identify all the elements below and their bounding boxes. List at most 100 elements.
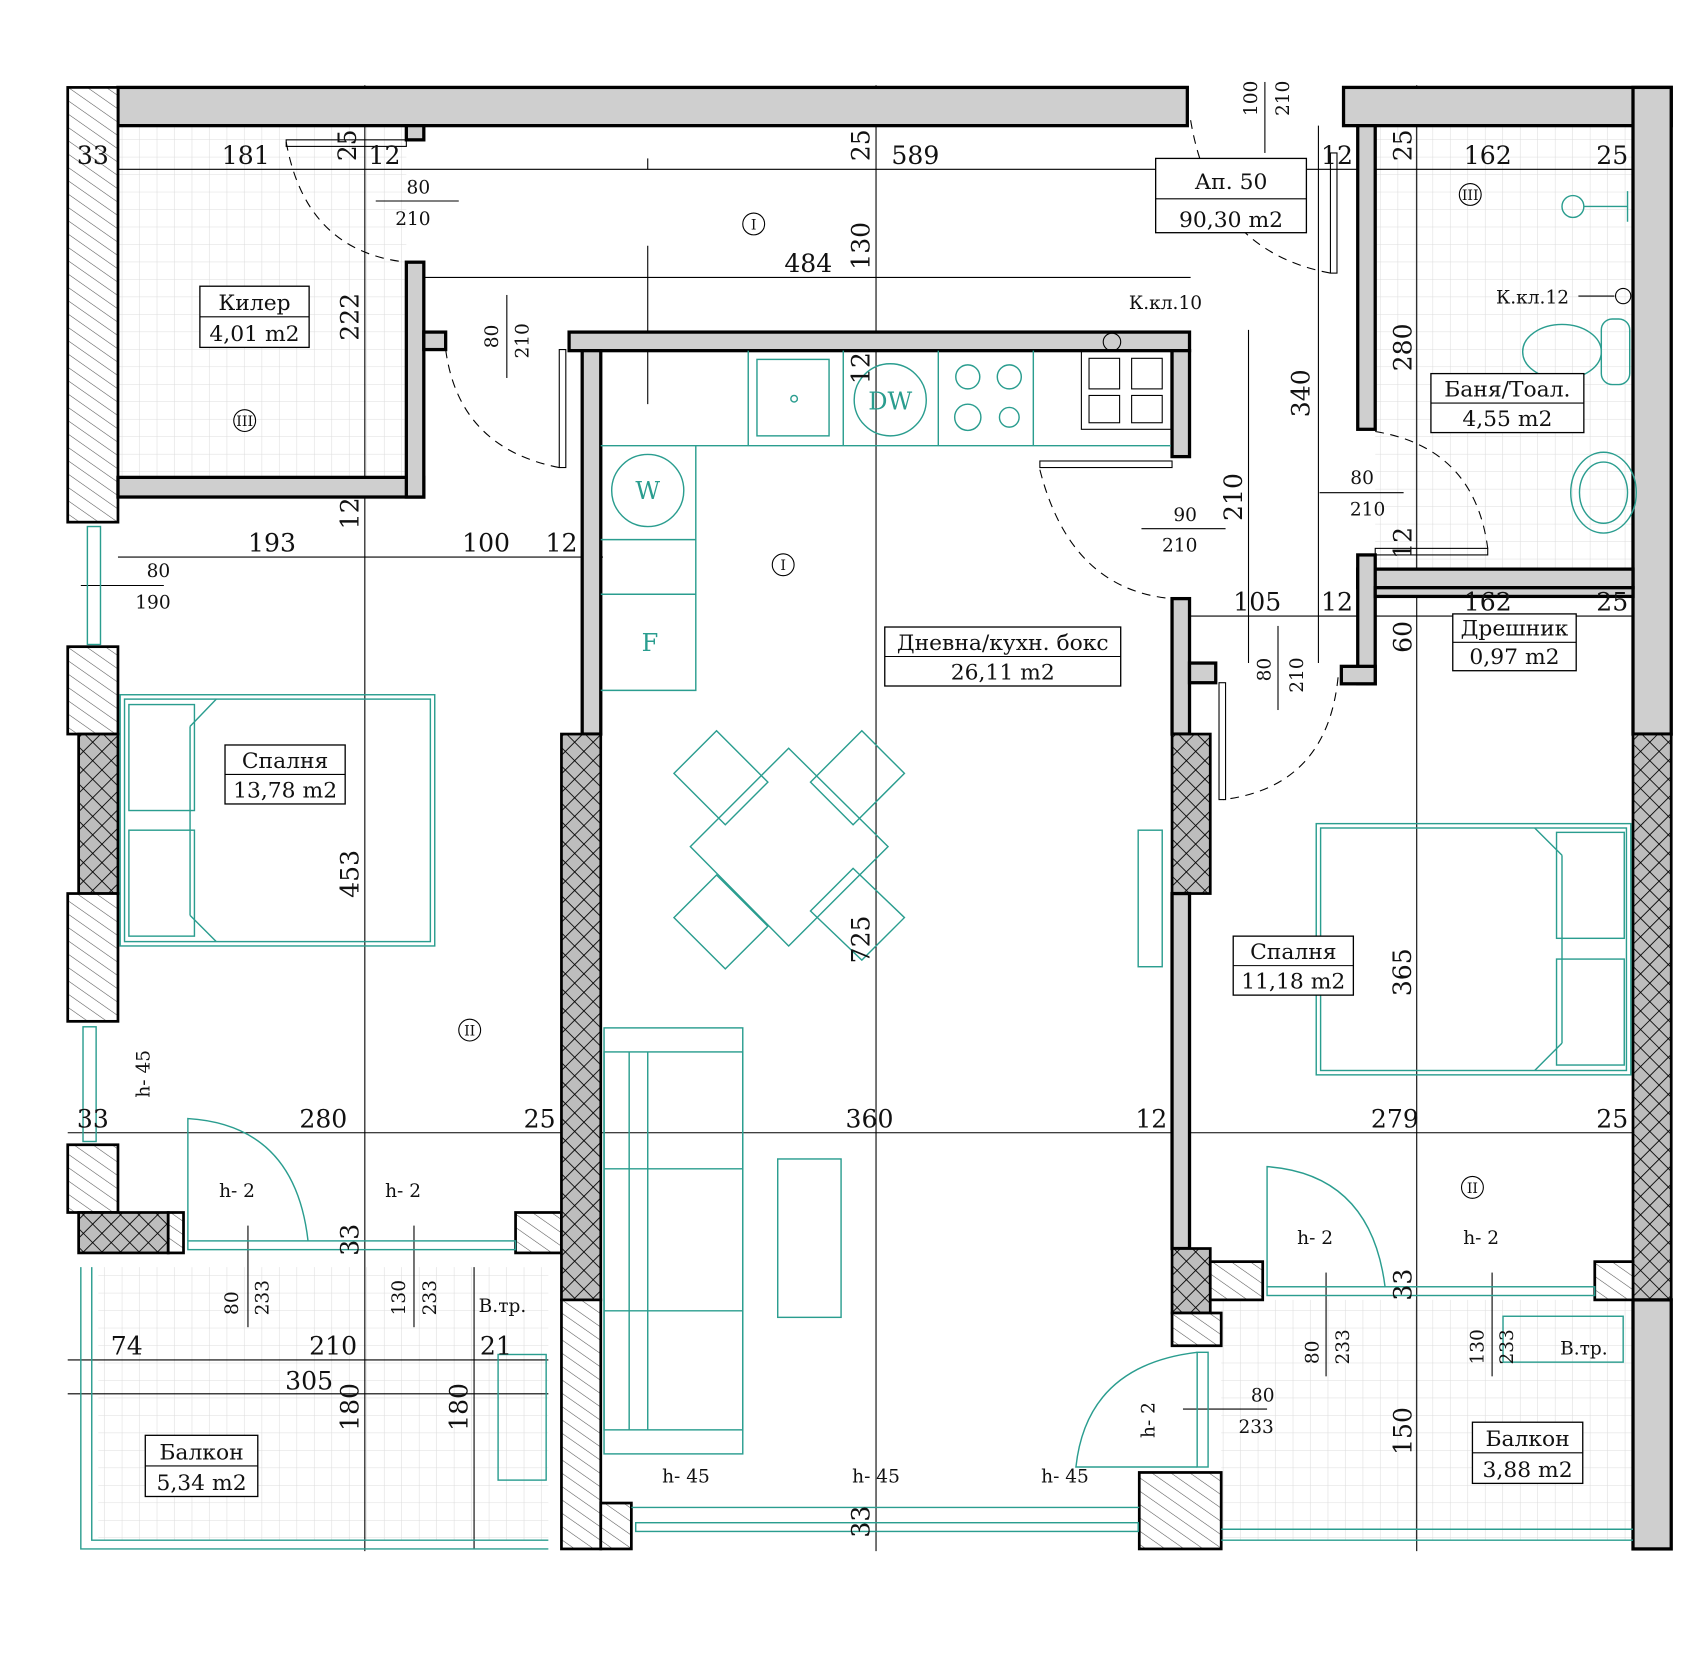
dimension-label: 130: [389, 1280, 410, 1315]
dimension-label: 12: [545, 529, 577, 558]
dimension-label: 190: [135, 592, 170, 613]
dimension-label: 12: [1388, 527, 1417, 559]
dimension-label: 180: [335, 1383, 364, 1431]
room-name: Спалня: [1250, 940, 1336, 965]
dimension-label: 233: [1333, 1329, 1354, 1364]
dimension-label: 233: [420, 1280, 441, 1315]
zone-marker-label: III: [1462, 188, 1479, 204]
room-area: 0,97 m2: [1469, 645, 1559, 670]
room-label: Спалня 13,78 m2: [224, 744, 346, 805]
zone-marker: I: [771, 553, 795, 577]
dimension-label: 80: [1350, 468, 1374, 489]
dimension-label: 725: [846, 915, 875, 963]
dimension-label: 60: [1388, 621, 1417, 653]
zone-marker-label: I: [780, 558, 786, 574]
dimension-label: 210: [395, 209, 430, 230]
furniture: [119, 191, 1637, 1481]
zone-marker-label: III: [236, 414, 253, 430]
dimension-label: 12: [369, 141, 401, 170]
room-name: Дневна/кухн. бокс: [897, 631, 1109, 656]
room-name: Килер: [218, 291, 290, 316]
dimension-label: 25: [846, 129, 875, 161]
room-label: Спалня 11,18 m2: [1232, 935, 1355, 996]
dishwasher-label: DW: [868, 388, 912, 416]
dimension-label: 150: [1388, 1407, 1417, 1455]
dimension-label: 130: [1467, 1329, 1488, 1364]
dimension-label: 279: [1371, 1104, 1419, 1133]
washer-label: W: [635, 477, 660, 505]
dimension-label: 25: [1596, 1104, 1628, 1133]
dimension-label: 12: [1321, 141, 1353, 170]
room-area: 13,78 m2: [233, 778, 337, 803]
zone-marker-label: I: [751, 217, 757, 233]
radiator: [1137, 829, 1163, 968]
dimension-label: 80: [222, 1291, 243, 1315]
dimension-label: 33: [77, 1104, 109, 1133]
dimension-label: 589: [891, 141, 939, 170]
bed-right: [1315, 822, 1632, 1076]
room-area: 4,55 m2: [1462, 407, 1552, 432]
dimension-label: В.тр.: [1560, 1338, 1608, 1359]
dimension-label: 105: [1233, 588, 1281, 617]
dimension-label: 80: [1254, 658, 1275, 682]
balcony-unit-right: [1502, 1315, 1624, 1363]
dimension-label: 12: [846, 352, 875, 384]
coffee-table: [777, 1158, 842, 1319]
sofa: [603, 1027, 744, 1455]
dimension-label: h- 2: [385, 1181, 421, 1202]
dimension-label: 80: [1251, 1385, 1275, 1406]
dimension-label: h- 45: [852, 1466, 900, 1487]
dimension-label: h- 45: [1041, 1466, 1089, 1487]
dimension-label: 280: [1388, 323, 1417, 371]
dining-table: [672, 729, 906, 970]
kitchen-counter: [600, 332, 1172, 692]
windows: [80, 525, 1633, 1550]
dimension-label: h- 2: [1463, 1228, 1499, 1249]
dimension-label: h- 2: [1139, 1402, 1160, 1438]
dimension-label: 100: [462, 529, 510, 558]
room-name: Спалня: [242, 749, 328, 774]
dimension-label: 74: [111, 1331, 143, 1360]
dimension-label: 12: [335, 497, 364, 529]
dimension-label: 280: [299, 1104, 347, 1133]
dimension-label: 33: [335, 1224, 364, 1256]
dimension-label: h- 2: [1297, 1228, 1333, 1249]
dimension-label: h- 2: [219, 1181, 255, 1202]
room-area: 5,34 m2: [156, 1471, 246, 1496]
dimension-label: 210: [1162, 536, 1197, 557]
tiled-floors: [98, 125, 1633, 1541]
dimension-label: В.тр.: [479, 1296, 527, 1317]
balcony-unit-left: [497, 1353, 547, 1481]
dimension-label: 340: [1287, 369, 1316, 417]
dimension-label: 484: [784, 249, 832, 278]
fridge-label: F: [642, 629, 659, 657]
dimension-label: h- 45: [662, 1466, 710, 1487]
dimension-label: 210: [1219, 473, 1248, 521]
zone-marker-label: II: [464, 1024, 475, 1040]
doors: [187, 120, 1489, 1468]
dimension-label: 25: [333, 129, 362, 161]
dimension-label: 210: [1287, 657, 1308, 692]
dimension-label: 25: [1596, 588, 1628, 617]
dimension-label: К.кл.10: [1129, 293, 1202, 314]
dimension-label: 33: [846, 1506, 875, 1538]
dimension-label: 453: [335, 850, 364, 898]
room-label: Дневна/кухн. бокс 26,11 m2: [884, 626, 1122, 687]
dimension-label: 130: [846, 222, 875, 270]
walls: [66, 85, 1673, 1551]
room-area: 11,18 m2: [1241, 970, 1345, 995]
bathroom-fixtures: [1521, 191, 1637, 534]
zone-marker: III: [233, 409, 257, 433]
dimension-label: 193: [248, 529, 296, 558]
room-area: 26,11 m2: [951, 660, 1055, 685]
dimension-label: 100: [1241, 81, 1262, 116]
dimension-label: 233: [1497, 1329, 1518, 1364]
dimension-label: 210: [309, 1331, 357, 1360]
dimension-label: 21: [480, 1331, 512, 1360]
